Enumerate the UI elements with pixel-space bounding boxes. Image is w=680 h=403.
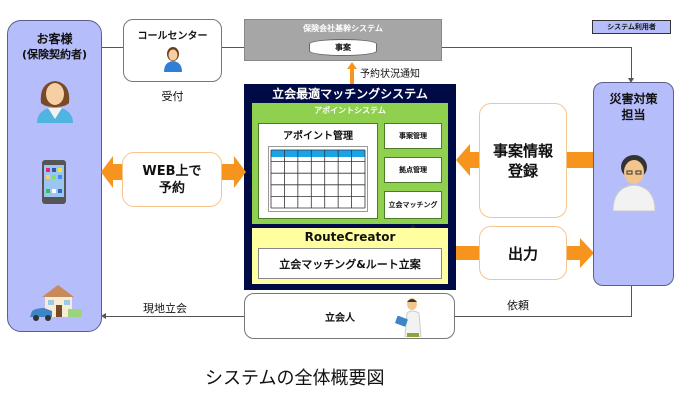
smartphone-icon: [41, 159, 67, 205]
connector-inspector-customer: [104, 316, 244, 317]
call-center-caption: 受付: [161, 90, 184, 103]
appoint-mgmt-box: アポイント管理: [258, 123, 378, 219]
core-system-title: 保険会社基幹システム: [303, 24, 383, 33]
arrowhead-customer: [101, 313, 106, 319]
case-database[interactable]: 事案: [309, 39, 377, 56]
appoint-mgmt-title: アポイント管理: [283, 131, 353, 142]
case-registration-line1: 事案情報: [492, 141, 553, 160]
module-matching[interactable]: 立会マッチング: [384, 191, 442, 219]
connector-officer-inspector-v: [631, 285, 632, 317]
legend-system-user: システム利用者: [592, 20, 671, 34]
inspector-box: 立会人: [244, 293, 455, 339]
customer-panel: お客様 (保険契約者): [7, 20, 102, 332]
call-center-box: コールセンター: [123, 19, 222, 82]
grid-frame: [268, 146, 368, 212]
customer-title: お客様: [36, 32, 73, 46]
connector-officer-inspector-h: [455, 316, 632, 317]
case-registration-line2: 登録: [507, 161, 538, 180]
route-creator-panel: RouteCreator 立会マッチング&ルート立案: [252, 228, 448, 284]
call-center-title: コールセンター: [137, 31, 208, 42]
female-user-icon: [35, 77, 75, 123]
web-booking-line1: WEB上で: [142, 163, 202, 179]
grid-header-row: [271, 150, 365, 157]
connector-core-officer-v: [631, 47, 632, 81]
route-creator-function[interactable]: 立会マッチング&ルート立案: [258, 248, 442, 279]
module-base-mgmt[interactable]: 拠点管理: [384, 157, 442, 183]
module-case-mgmt[interactable]: 事案管理: [384, 123, 442, 149]
operator-icon: [163, 46, 183, 72]
case-registration-box[interactable]: 事案情報 登録: [479, 103, 567, 218]
connector-core-officer-h: [382, 47, 632, 48]
customer-subtitle: (保険契約者): [21, 48, 88, 61]
inspector-label: 立会人: [325, 313, 355, 324]
output-label: 出力: [507, 244, 538, 263]
matching-system-title: 立会最適マッチングシステム: [272, 86, 428, 101]
route-creator-title: RouteCreator: [304, 230, 396, 244]
appoint-system-title: アポイントシステム: [314, 105, 386, 115]
request-label: 依頼: [507, 299, 529, 312]
officer-icon: [611, 151, 657, 211]
appoint-system-panel: アポイントシステム アポイント管理 事案管理 拠点管理 立会マッチング: [252, 103, 448, 224]
arrowhead-officer: [628, 78, 634, 83]
disaster-officer-line1: 災害対策: [609, 92, 658, 106]
onsite-label: 現地立会: [143, 302, 187, 315]
disaster-officer-panel: 災害対策 担当: [593, 82, 674, 286]
web-booking-line2: 予約: [158, 180, 185, 196]
matching-system-panel: 立会最適マッチングシステム アポイントシステム アポイント管理 事案管理 拠点管…: [244, 84, 456, 290]
notify-arrow: [347, 62, 357, 84]
notify-label: 予約状況通知: [360, 69, 420, 80]
output-box[interactable]: 出力: [479, 226, 567, 280]
diagram-caption: システムの全体概要図: [205, 368, 385, 389]
connector-customer-callcenter: [100, 47, 123, 48]
web-booking-box[interactable]: WEB上で 予約: [122, 152, 222, 207]
house-car-icon: [28, 279, 84, 321]
inspector-tablet-icon: [395, 297, 425, 337]
core-system-panel: 保険会社基幹システム 事案: [244, 19, 442, 61]
schedule-table-icon: [268, 146, 368, 212]
disaster-officer-line2: 担当: [621, 108, 646, 122]
